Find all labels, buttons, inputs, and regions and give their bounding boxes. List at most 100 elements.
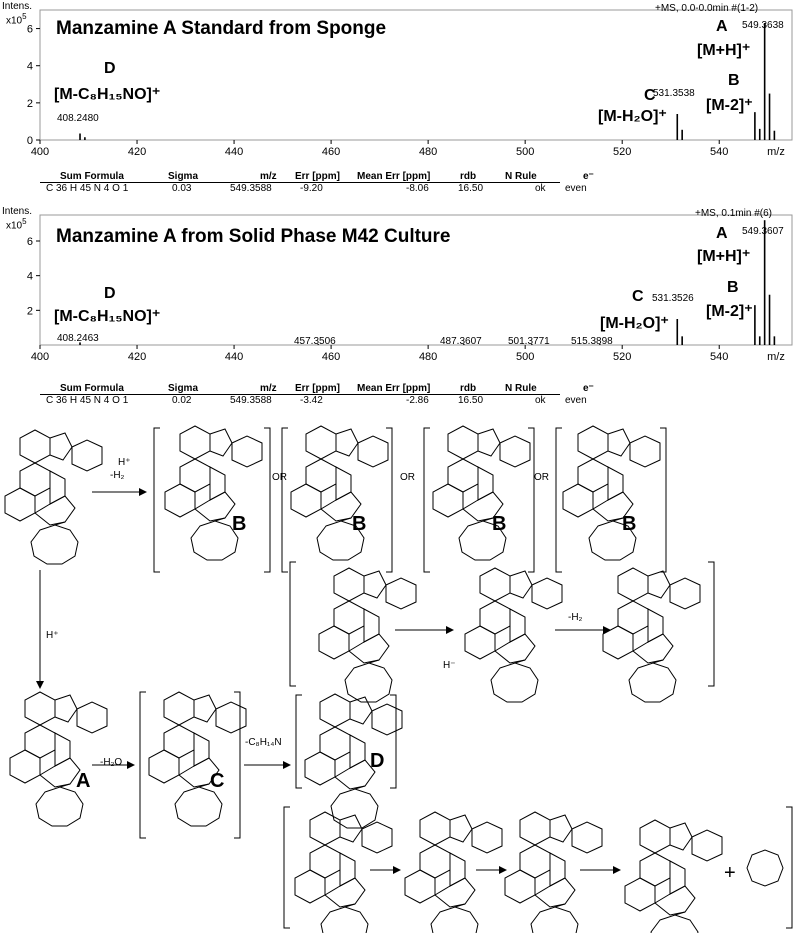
table-2-header: e⁻ (583, 383, 594, 394)
spectrum-1-x-tick-label: 520 (613, 146, 631, 158)
spectrum-2-d-letter: D (104, 285, 116, 302)
spectrum-1-x-tick-label: 400 (31, 146, 49, 158)
spectrum-1-a-letter: A (716, 18, 728, 35)
bracket-b4 (555, 427, 667, 573)
table-2-header: m/z (260, 383, 277, 394)
spectrum-1-y-tick-label: 4 (27, 61, 33, 73)
spectrum-2-peak-label-487: 487.3607 (440, 336, 482, 347)
spectrum-1-x-tick-label: 440 (225, 146, 243, 158)
table-2-cell: -2.86 (406, 395, 429, 406)
bracket-b3 (423, 427, 535, 573)
spectrum-1-peaks (79, 23, 776, 140)
fragmentation-scheme (4, 425, 793, 933)
table-1-header: rdb (460, 171, 477, 182)
spectrum-2-y-tick-label: 6 (27, 236, 33, 248)
spectrum-2-x-tick-label: 400 (31, 351, 49, 363)
label-a: A (76, 770, 91, 792)
spectrum-1-frame (39, 9, 793, 141)
reagent-minus-h2: -H₂ (110, 470, 125, 481)
table-1-header: e⁻ (583, 171, 594, 182)
spectrum-1-d-letter: D (104, 60, 116, 77)
spectrum-1-c-formula: [M-H₂O]⁺ (598, 108, 667, 125)
table-1-cell: 16.50 (458, 183, 484, 194)
spectrum-2-x-tick-label: 540 (710, 351, 728, 363)
table-2-cell: 549.3588 (230, 395, 272, 406)
spectrum-2-x-tick-label: 500 (516, 351, 534, 363)
spectrum-2-peak-label-457: 457.3506 (294, 336, 336, 347)
table-2-cell: C 36 H 45 N 4 O 1 (46, 395, 129, 406)
bracket-mechanism-2 (283, 806, 793, 929)
table-2-cell: ok (535, 395, 546, 406)
label-b-3: B (492, 513, 507, 535)
reagent-minus-h2-2: -H₂ (568, 612, 583, 623)
or-text-1: OR (272, 472, 287, 483)
spectrum-1-c-letter: C (644, 87, 656, 104)
spectrum-1-ms-info: +MS, 0.0-0.0min #(1-2) (655, 3, 759, 14)
bracket-c (139, 691, 241, 839)
spectrum-1-b-letter: B (728, 72, 740, 89)
label-b-2: B (352, 513, 367, 535)
formula-table-1: Sum Formula Sigma m/z Err [ppm] Mean Err… (0, 171, 800, 197)
bracket-d (295, 694, 397, 789)
spectrum-2-y-tick-label: 4 (27, 271, 33, 283)
spectrum-2-y-tick-label: 2 (27, 305, 33, 317)
table-1-cell: 0.03 (172, 183, 192, 194)
table-1-header: Sigma (168, 171, 199, 182)
spectrum-2-b-letter: B (727, 279, 739, 296)
spectrum-2-x-tick-label: 520 (613, 351, 631, 363)
table-2-header: rdb (460, 383, 477, 394)
spectrum-2-peak-label-501: 501.3771 (508, 336, 550, 347)
table-1-cell: even (565, 183, 587, 194)
table-1-header: Err [ppm] (295, 171, 340, 182)
reagent-h-plus-2: H⁺ (46, 630, 59, 641)
spectrum-2-ms-info: +MS, 0.1min #(6) (695, 208, 772, 219)
table-2-cell: 0.02 (172, 395, 192, 406)
spectrum-1-peak-label-531: 531.3538 (653, 88, 695, 99)
spectrum-2-peak-label-408: 408.2463 (57, 333, 99, 344)
spectrum-2-x-tick-label: 420 (128, 351, 146, 363)
or-text-3: OR (534, 472, 549, 483)
plus-sign: + (724, 862, 736, 884)
table-2-cell: even (565, 395, 587, 406)
reagent-h-plus: H⁺ (118, 457, 131, 468)
spectrum-2-peak-label-531: 531.3526 (652, 293, 694, 304)
spectrum-2-b-formula: [M-2]⁺ (706, 303, 753, 320)
label-d: D (370, 750, 385, 772)
spectrum-1-xlabel: m/z (767, 146, 785, 158)
spectrum-2-peak-label-515: 515.3898 (571, 336, 613, 347)
table-1-header: Mean Err [ppm] (357, 171, 431, 182)
spectrum-2-a-letter: A (716, 225, 728, 242)
spectrum-2-peaks (79, 220, 776, 345)
table-2-header: Sum Formula (60, 383, 124, 394)
table-1-cell: C 36 H 45 N 4 O 1 (46, 183, 129, 194)
spectrum-1-x-tick-label: 500 (516, 146, 534, 158)
spectrum-2-peak-label-549: 549.3607 (742, 226, 784, 237)
reagent-minus-h2o: -H₂O (100, 757, 123, 768)
spectrum-1-x-tick-label: 420 (128, 146, 146, 158)
spectrum-1-b-formula: [M-2]⁺ (706, 97, 753, 114)
formula-table-2: Sum Formula Sigma m/z Err [ppm] Mean Err… (0, 383, 800, 409)
spectrum-1-ylabel: Intens. (2, 1, 33, 12)
spectrum-1-a-formula: [M+H]⁺ (697, 42, 751, 59)
table-1-header: N Rule (505, 171, 537, 182)
table-2-header: N Rule (505, 383, 537, 394)
spectrum-2-d-formula: [M-C₈H₁₅NO]⁺ (54, 308, 161, 325)
spectrum-2-ylabel: Intens. (2, 206, 33, 217)
spectrum-1-y-tick-label: 6 (27, 24, 33, 36)
table-2-header: Sigma (168, 383, 199, 394)
spectrum-1-x-tick-label: 460 (322, 146, 340, 158)
spectrum-2-x-tick-label: 480 (419, 351, 437, 363)
spectrum-1-ymult: x105 (6, 12, 27, 27)
spectrum-2-c-formula: [M-H₂O]⁺ (600, 315, 669, 332)
azocine-fragment (746, 849, 784, 887)
table-2-cell: 16.50 (458, 395, 484, 406)
spectrum-2-c-letter: C (632, 288, 644, 305)
spectrum-1-x-tick-label: 480 (419, 146, 437, 158)
spectrum-2-title: Manzamine A from Solid Phase M42 Culture (56, 226, 451, 247)
table-1-cell: -9.20 (300, 183, 323, 194)
spectrum-1-d-formula: [M-C₈H₁₅NO]⁺ (54, 86, 161, 103)
spectrum-2-xlabel: m/z (767, 351, 785, 363)
